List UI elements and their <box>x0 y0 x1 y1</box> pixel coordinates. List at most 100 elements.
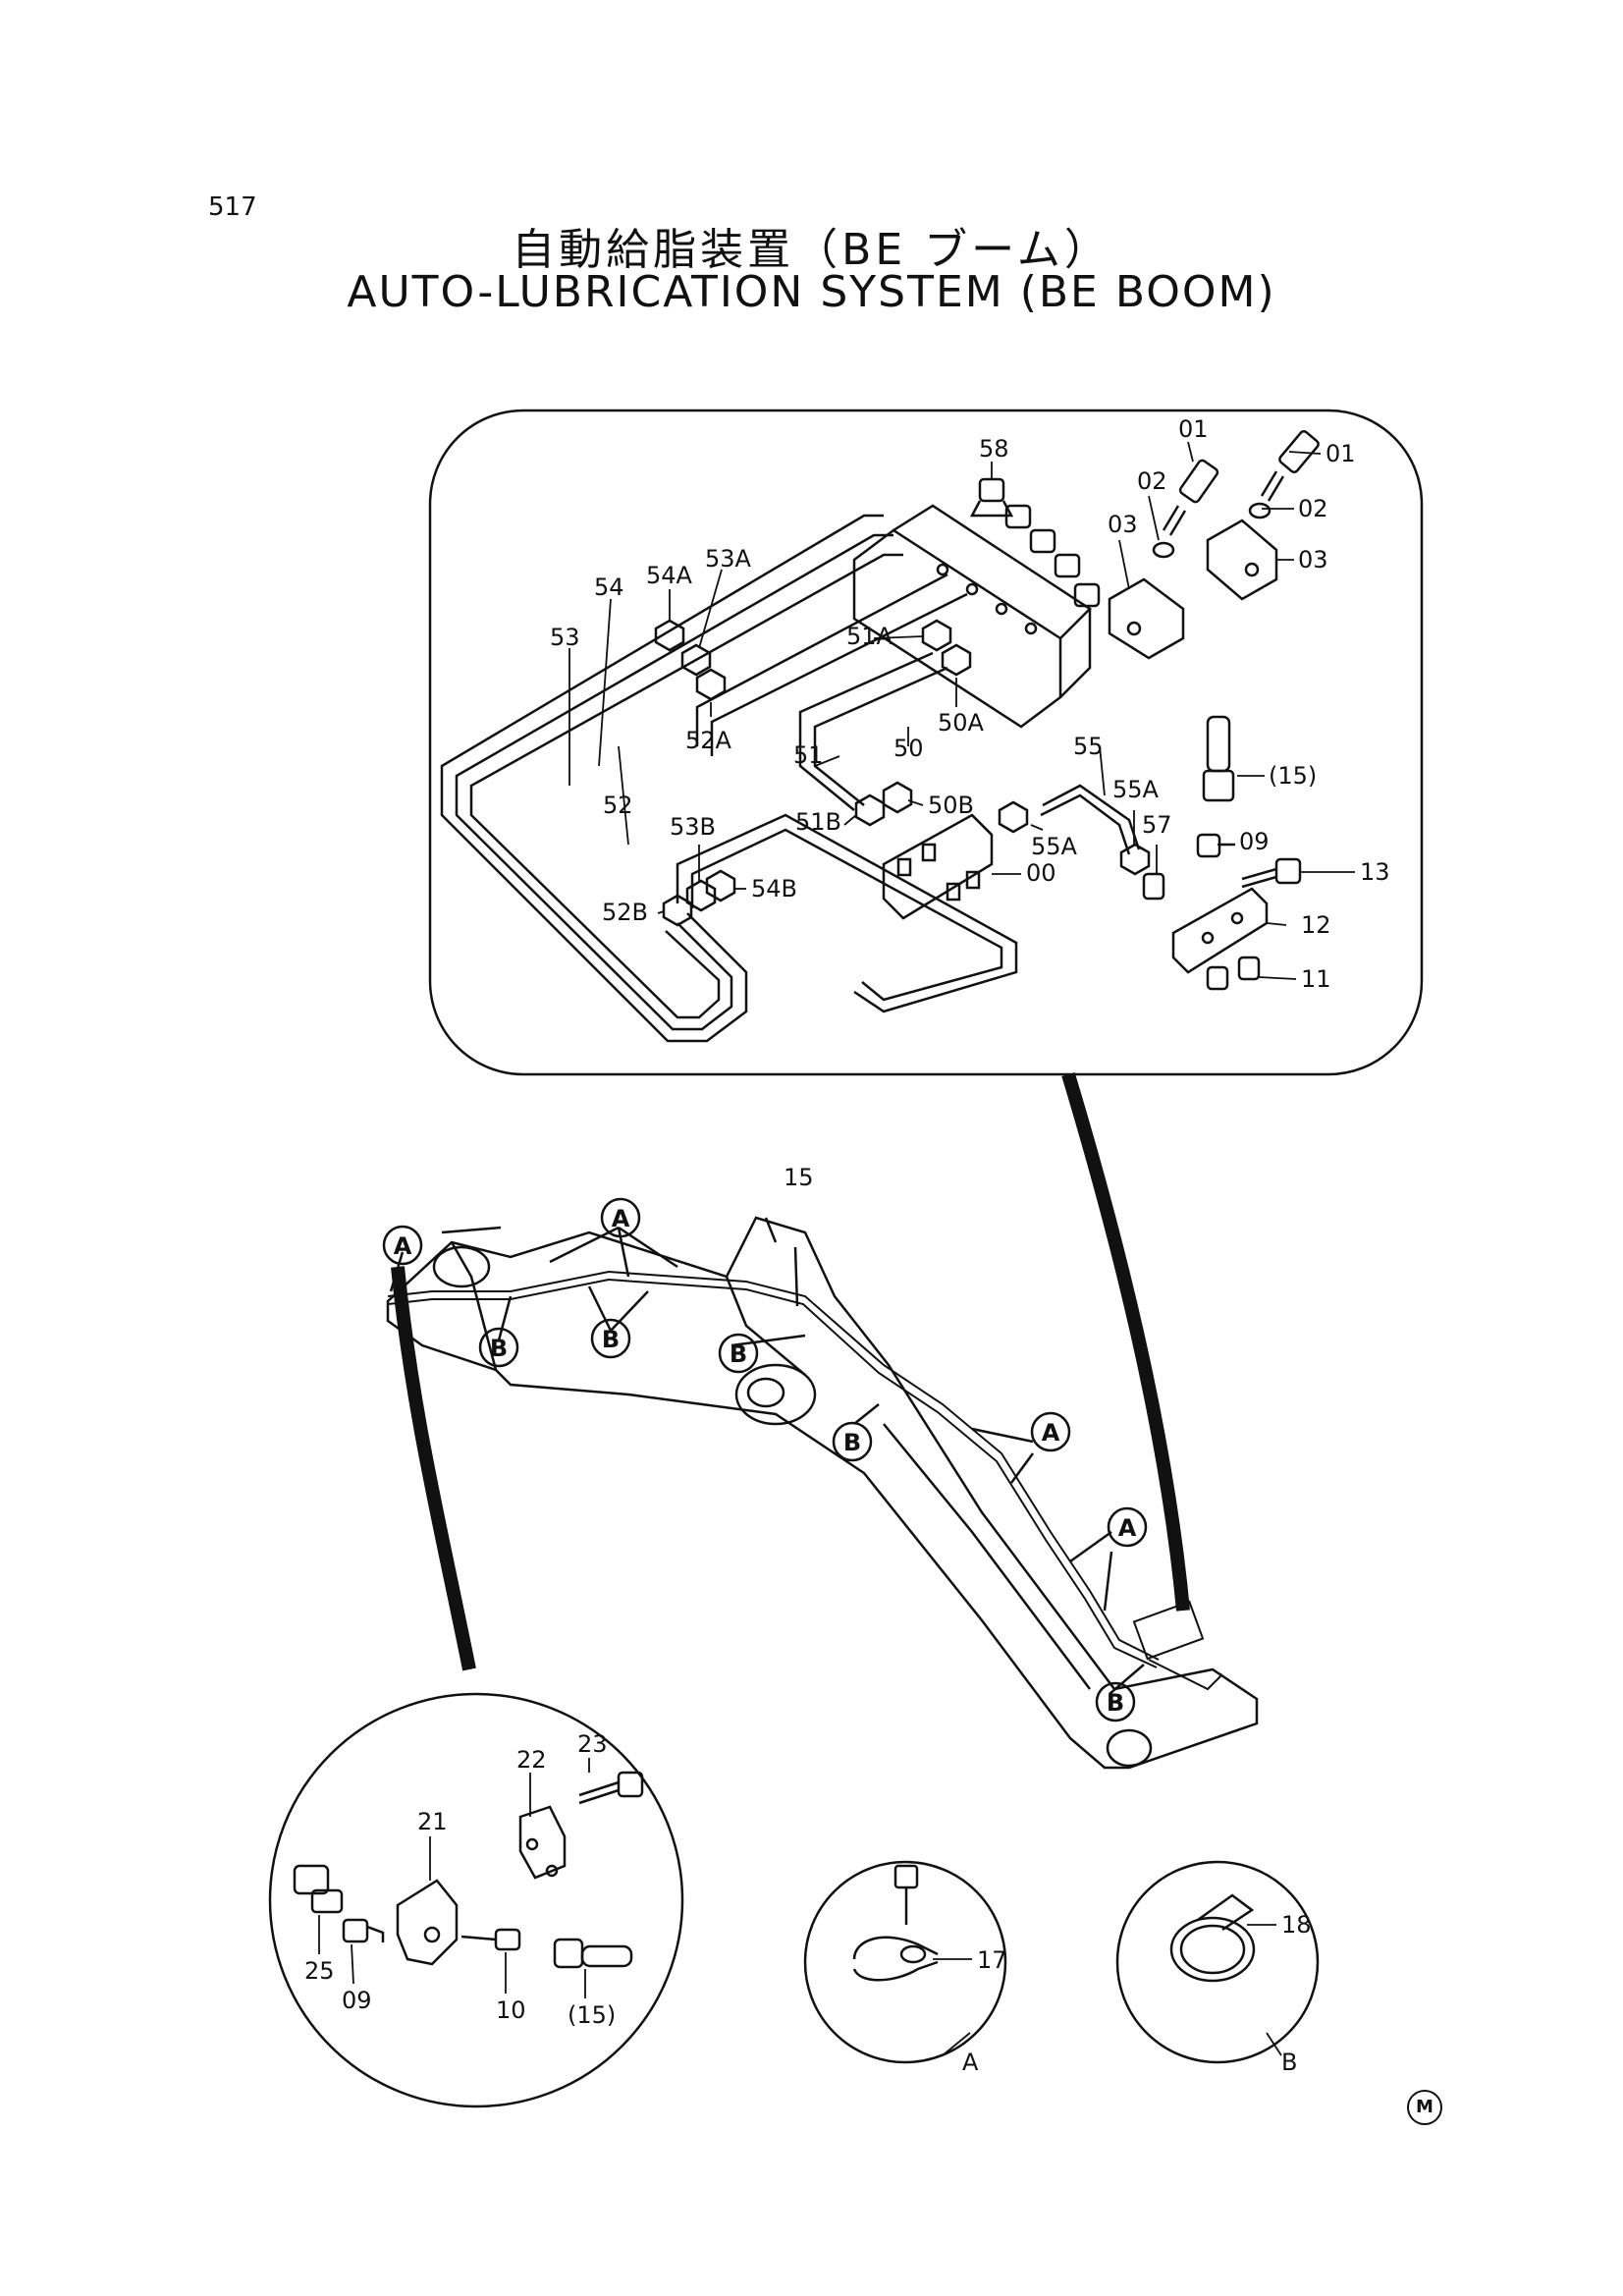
callout-25: 25 <box>304 1957 335 1985</box>
callout-17: 17 <box>977 1946 1007 1974</box>
callout-02-left: 02 <box>1137 467 1167 495</box>
callout-15-lower: (15) <box>568 2001 616 2029</box>
callout-15-upper: (15) <box>1269 762 1317 790</box>
title-english: AUTO-LUBRICATION SYSTEM (BE BOOM) <box>347 267 1276 317</box>
title-japanese: 自動給脂装置（BE ブーム） <box>512 225 1111 275</box>
leader-det-A <box>942 2032 971 2056</box>
callout-52A: 52A <box>685 727 732 754</box>
marker-B-1: B <box>490 1335 508 1362</box>
nipple-57 <box>1142 872 1165 901</box>
callout-54: 54 <box>594 574 624 601</box>
detail-circle-fittings <box>268 1692 684 2108</box>
callout-13: 13 <box>1360 858 1390 886</box>
callout-11: 11 <box>1301 965 1331 993</box>
callout-51A: 51A <box>846 623 893 650</box>
nut-52B <box>662 894 693 927</box>
callout-18: 18 <box>1281 1911 1312 1939</box>
fitting-09-lower <box>342 1918 385 1943</box>
nipple-10 <box>460 1928 521 1951</box>
bolt-13 <box>1241 857 1302 889</box>
callout-50B: 50B <box>928 792 974 819</box>
callout-03-right: 03 <box>1298 546 1328 574</box>
nut-53A <box>680 643 712 677</box>
leader-thick-right <box>1061 1071 1190 1612</box>
leader-det-B <box>1266 2032 1282 2056</box>
nipple-11 <box>1206 956 1261 991</box>
callout-10: 10 <box>496 1996 526 2024</box>
callout-53B: 53B <box>670 813 716 841</box>
callout-09-lower: 09 <box>342 1987 372 2014</box>
detail-label-B: B <box>1281 2049 1297 2076</box>
callout-52: 52 <box>603 792 633 819</box>
clamp-17 <box>852 1864 939 1982</box>
nipple-row <box>1004 504 1101 608</box>
boom-end-pin <box>1106 1728 1153 1768</box>
upper-leaders <box>568 441 1355 980</box>
nut-51B <box>854 793 886 827</box>
callout-01-right: 01 <box>1325 440 1356 467</box>
boom-foot-pin <box>432 1245 491 1288</box>
lower-left-leaders <box>318 1758 590 1998</box>
callout-51: 51 <box>793 741 824 769</box>
nut-55A-upper <box>998 800 1029 834</box>
pipe-bundle-52 <box>695 573 968 756</box>
clamp-22 <box>518 1805 567 1880</box>
callout-50: 50 <box>893 735 924 762</box>
page-number: 517 <box>208 192 257 222</box>
marker-A-2: A <box>612 1205 630 1232</box>
callout-01-left: 01 <box>1178 415 1209 443</box>
callout-50A: 50A <box>938 709 985 737</box>
callout-15-boom: 15 <box>784 1164 814 1191</box>
marker-B-2: B <box>602 1326 620 1353</box>
clamp-18 <box>1169 1893 1256 1983</box>
fitting-25 <box>293 1864 344 1914</box>
pipe-50-51 <box>798 651 948 811</box>
bolt-01-right <box>1260 429 1320 502</box>
pipe-return-loop <box>676 813 1018 1013</box>
nut-54B <box>705 869 736 902</box>
washer-02-right <box>1248 502 1271 519</box>
marker-A-4: A <box>1118 1514 1137 1542</box>
boom-outline <box>386 1216 1259 1770</box>
boom-marker-circles <box>382 1197 1148 1722</box>
callout-22: 22 <box>516 1746 547 1774</box>
detail-circle-B <box>1115 1860 1320 2064</box>
upper-detail-frame <box>428 409 1424 1076</box>
marker-B-3: B <box>730 1340 747 1368</box>
nut-51A <box>921 619 952 652</box>
boom-marker-arrows <box>389 1226 1145 1695</box>
clamp-03-left <box>1108 577 1185 660</box>
callout-02-right: 02 <box>1298 495 1328 522</box>
callout-52B: 52B <box>602 899 648 926</box>
bolt-23 <box>578 1771 644 1805</box>
callout-53: 53 <box>550 624 580 651</box>
manifold-block <box>852 504 1092 729</box>
bracket-12 <box>1171 887 1269 974</box>
callout-51B: 51B <box>795 808 841 836</box>
boom-mid-boss <box>734 1363 817 1426</box>
marker-A-3: A <box>1042 1419 1060 1447</box>
block-21 <box>396 1879 459 1966</box>
detail-circle-A <box>803 1860 1007 2064</box>
bolt-01-left <box>1162 459 1219 536</box>
nut-55A-lower <box>1119 843 1151 876</box>
callout-03-left: 03 <box>1108 511 1138 538</box>
callout-09-upper: 09 <box>1239 828 1270 855</box>
callout-58: 58 <box>979 435 1009 463</box>
callout-57: 57 <box>1142 811 1172 839</box>
marker-B-4: B <box>843 1429 861 1456</box>
callout-54B: 54B <box>751 875 797 902</box>
marker-A-1: A <box>394 1232 412 1260</box>
callout-00: 00 <box>1026 859 1056 887</box>
washer-02-left <box>1152 541 1175 559</box>
callout-23: 23 <box>577 1730 608 1758</box>
nut-50B <box>882 781 913 814</box>
fitting-09-upper <box>1196 833 1235 858</box>
callout-55: 55 <box>1073 733 1104 760</box>
fitting-15-lower <box>553 1938 633 1969</box>
callout-12: 12 <box>1301 911 1331 939</box>
callout-55A-upper: 55A <box>1112 776 1160 803</box>
clamp-03-right <box>1206 519 1278 601</box>
leader-thick-left <box>391 1266 476 1671</box>
